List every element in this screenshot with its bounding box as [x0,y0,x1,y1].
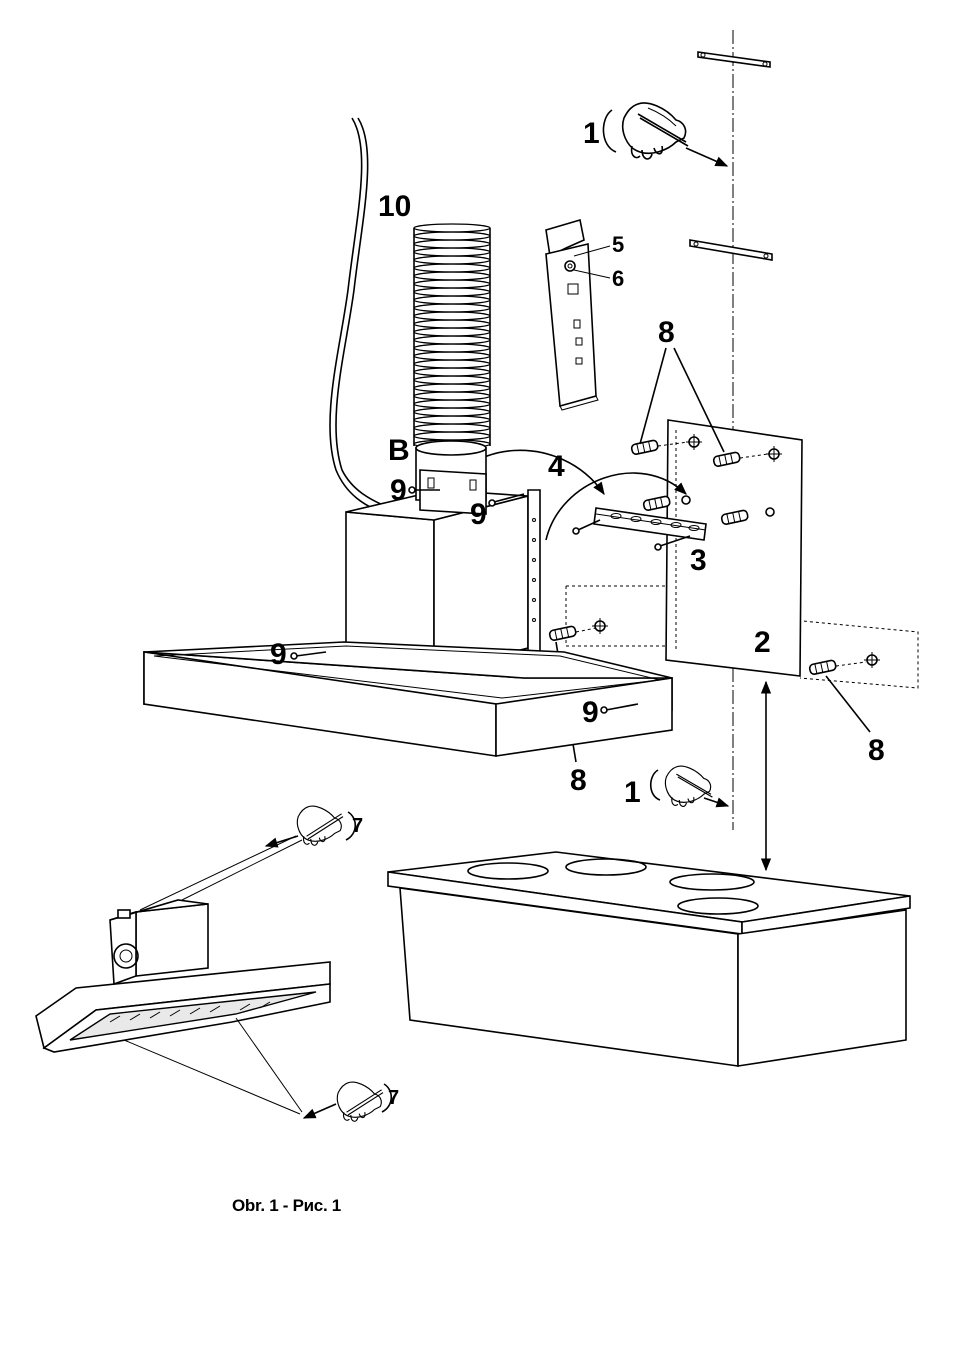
ceiling-bracket-top [698,52,770,67]
marking-hand-icon [623,103,688,159]
callout-6: 6 [612,266,624,291]
callout-8-right: 8 [868,734,885,767]
hood-small-view [36,900,330,1052]
callout-9-top-left: 9 [390,474,407,507]
cleaning-hand-icon-top [297,806,343,845]
callout-9-hood-left: 9 [270,638,287,671]
ceiling-bracket-middle [690,240,772,260]
callout-bracket-1-top [603,110,616,152]
callout-3: 3 [690,544,707,577]
callout-8-top: 8 [658,316,675,349]
marking-hand-icon-bottom [665,766,712,806]
callout-9-hood-right: 9 [582,696,599,729]
callout-1-bottom: 1 [624,776,641,809]
callout-9-top-right: 9 [470,498,487,531]
callout-10: 10 [378,190,411,223]
callout-B: B [388,434,410,467]
callout-8-left: 8 [570,764,587,797]
figure-caption: Obr. 1 - Рис. 1 [232,1196,341,1216]
hob-unit [388,852,910,1066]
callout-5: 5 [612,232,624,257]
callout-7-bottom: 7 [388,1087,399,1109]
chimney-bracket [546,220,598,410]
callout-1-top: 1 [583,117,600,150]
callout-4: 4 [548,450,565,483]
flexible-duct [414,224,490,448]
callout-2: 2 [754,626,771,659]
callout-7-top: 7 [352,815,363,837]
marking-arrow-top [686,148,727,166]
cleaning-hand-icon-bottom [337,1082,383,1121]
